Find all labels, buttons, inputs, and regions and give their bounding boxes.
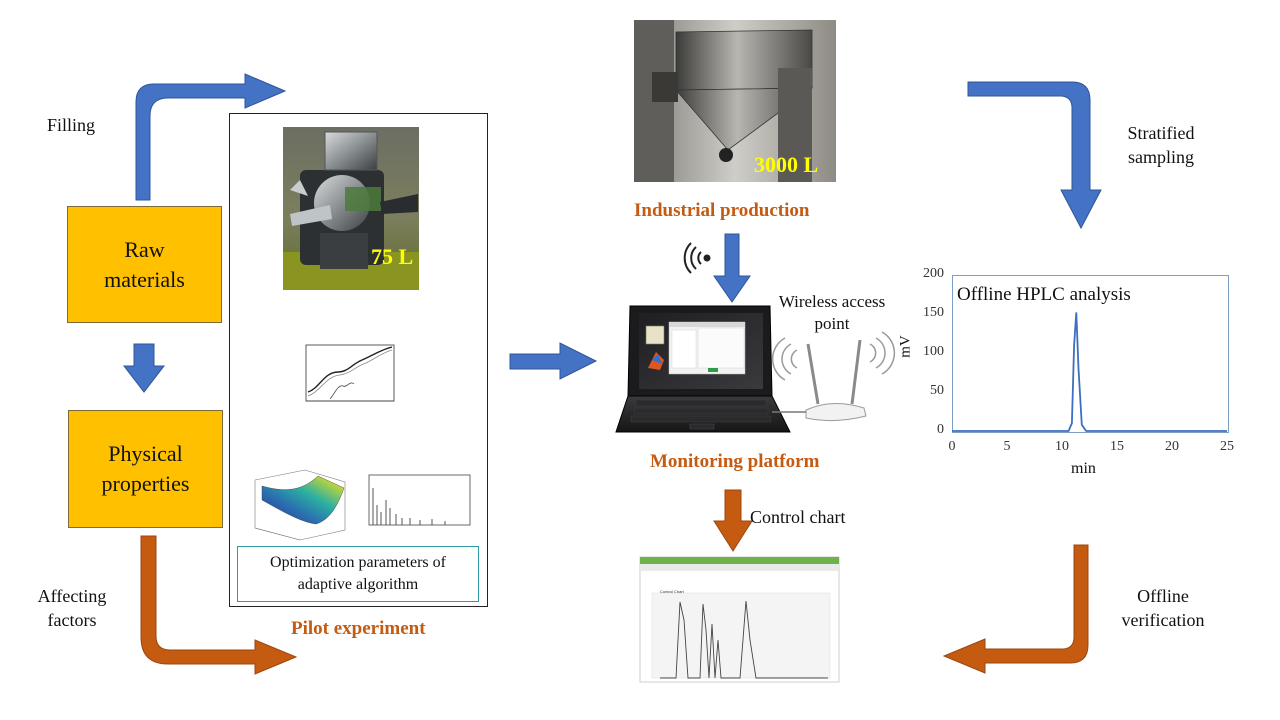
hplc-x-axis-label: min <box>1071 460 1096 477</box>
hplc-series-line-0 <box>952 312 1227 432</box>
offline-verification-label: Offline verification <box>1121 586 1205 630</box>
hplc-x-tick-label: 15 <box>1110 439 1124 454</box>
filling-arrow <box>135 73 287 201</box>
hplc-y-tick-label: 150 <box>923 305 944 320</box>
industrial-volume-label: 3000 L <box>754 152 819 177</box>
pilot-experiment-heading: Pilot experiment <box>291 618 426 639</box>
hplc-plot-area <box>952 312 1227 432</box>
industrial-production-heading: Industrial production <box>634 200 810 221</box>
hplc-x-tick-label: 0 <box>948 439 956 454</box>
raw-materials-box: Raw materials <box>67 206 222 323</box>
optimization-box: Optimization parameters of adaptive algo… <box>237 546 479 602</box>
control-chart-window-title: Control Chart <box>660 589 684 594</box>
affecting-factors-label: Affecting factors <box>37 586 107 630</box>
hplc-y-tick-label: 200 <box>923 266 944 281</box>
filling-label: Filling <box>46 115 95 135</box>
hplc-chart-title: Offline HPLC analysis <box>957 284 1131 305</box>
hplc-x-tick-label: 5 <box>1003 439 1011 454</box>
wireless-access-point-label: Wireless access point <box>778 292 886 333</box>
physical-properties-box: Physical properties <box>68 410 223 528</box>
hplc-y-tick-label: 100 <box>923 344 944 359</box>
hplc-y-tick-label: 50 <box>930 383 944 398</box>
wifi-signal-icon <box>683 242 711 274</box>
pilot-volume-label: 75 L <box>371 244 414 269</box>
hplc-x-tick-label: 25 <box>1220 439 1234 454</box>
monitoring-to-chart-arrow <box>713 489 753 552</box>
pilot-to-monitoring-arrow <box>509 342 598 380</box>
stratified-sampling-label: Stratified sampling <box>1127 123 1195 167</box>
optimization-label: Optimization parameters of adaptive algo… <box>270 554 446 593</box>
monitoring-platform-heading: Monitoring platform <box>650 451 820 472</box>
hplc-y-tick-label: 0 <box>937 422 944 437</box>
physical-properties-label: Physical properties <box>101 441 190 496</box>
affecting-arrow <box>140 535 298 675</box>
hplc-chart-frame <box>952 275 1229 433</box>
stratified-sampling-arrow <box>967 81 1102 230</box>
raw-to-physical-arrow <box>122 343 166 393</box>
control-chart-label: Control chart <box>750 507 846 527</box>
industrial-to-monitoring-arrow <box>713 233 751 303</box>
hplc-x-tick-label: 10 <box>1055 439 1069 454</box>
hplc-x-tick-label: 20 <box>1165 439 1179 454</box>
offline-verification-arrow <box>942 544 1089 674</box>
raw-materials-label: Raw materials <box>104 236 185 292</box>
